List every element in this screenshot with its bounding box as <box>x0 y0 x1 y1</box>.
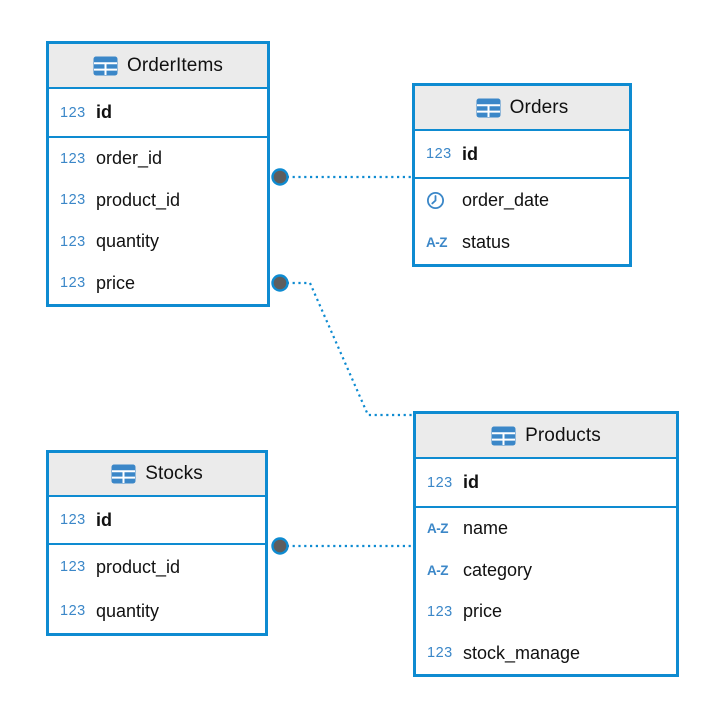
fields-section: order_date A-Z status <box>415 179 629 264</box>
table-icon <box>491 426 516 445</box>
number-type-icon: 123 <box>427 645 453 662</box>
table-title: Products <box>525 424 601 446</box>
field-name: product_id <box>96 189 181 210</box>
field-name: price <box>463 601 503 622</box>
field-row[interactable]: 123 product_id <box>49 545 265 589</box>
string-type-icon: A-Z <box>427 521 449 537</box>
table-title: OrderItems <box>126 54 224 76</box>
field-name: price <box>96 272 136 293</box>
field-row[interactable]: 123 id <box>49 497 265 543</box>
number-type-icon: 123 <box>426 146 452 162</box>
field-name: id <box>96 509 112 530</box>
field-name: id <box>462 143 478 164</box>
relationship-orderitems-products[interactable] <box>281 281 413 417</box>
table-stocks[interactable]: Stocks 123 id 123 product_id 123 quantit… <box>46 450 268 636</box>
date-type-icon <box>426 191 462 210</box>
field-row[interactable]: 123 price <box>416 591 676 633</box>
field-row[interactable]: order_date <box>415 179 629 222</box>
table-title: Stocks <box>145 463 203 484</box>
field-name: order_id <box>96 148 163 169</box>
fields-section: 123 order_id 123 product_id 123 quantity… <box>49 138 267 304</box>
number-type-icon: 123 <box>427 603 453 620</box>
field-name: status <box>462 232 511 253</box>
table-header[interactable]: Products <box>416 414 676 459</box>
string-type-icon: A-Z <box>426 235 448 251</box>
key-fields-section: 123 id <box>416 459 676 508</box>
field-name: stock_manage <box>463 642 581 663</box>
field-name: quantity <box>96 600 160 621</box>
field-name: quantity <box>96 231 160 252</box>
table-icon <box>93 56 118 75</box>
field-name: order_date <box>462 189 550 210</box>
key-fields-section: 123 id <box>49 497 265 545</box>
number-type-icon: 123 <box>60 275 86 292</box>
field-name: name <box>463 518 509 539</box>
table-products[interactable]: Products 123 id A-Z name A-Z category 12… <box>413 411 679 677</box>
table-header[interactable]: Orders <box>415 86 629 131</box>
table-orderitems[interactable]: OrderItems 123 id 123 order_id 123 produ… <box>46 41 270 307</box>
field-row[interactable]: A-Z name <box>416 508 676 550</box>
key-fields-section: 123 id <box>49 89 267 138</box>
table-title: Orders <box>509 96 569 118</box>
field-row[interactable]: A-Z status <box>415 222 629 265</box>
table-icon <box>111 464 136 484</box>
connection-point[interactable] <box>271 537 289 555</box>
field-row[interactable]: 123 price <box>49 263 267 305</box>
field-row[interactable]: 123 order_id <box>49 138 267 180</box>
number-type-icon: 123 <box>60 559 86 575</box>
connection-point[interactable] <box>271 168 289 186</box>
string-type-icon: A-Z <box>427 562 449 578</box>
field-row[interactable]: 123 id <box>415 131 629 177</box>
field-row[interactable]: 123 product_id <box>49 180 267 222</box>
fields-section: A-Z name A-Z category 123 price 123 stoc… <box>416 508 676 674</box>
field-row[interactable]: 123 quantity <box>49 221 267 263</box>
number-type-icon: 123 <box>60 233 86 250</box>
number-type-icon: 123 <box>60 192 86 209</box>
field-name: id <box>96 102 112 122</box>
number-type-icon: 123 <box>60 104 86 121</box>
key-fields-section: 123 id <box>415 131 629 179</box>
field-row[interactable]: 123 stock_manage <box>416 633 676 675</box>
connection-point[interactable] <box>271 274 289 292</box>
field-name: id <box>463 472 479 492</box>
number-type-icon: 123 <box>427 474 453 491</box>
table-header[interactable]: Stocks <box>49 453 265 497</box>
table-header[interactable]: OrderItems <box>49 44 267 89</box>
table-orders[interactable]: Orders 123 id order_date A-Z status <box>412 83 632 267</box>
field-row[interactable]: 123 id <box>416 459 676 506</box>
field-row[interactable]: 123 quantity <box>49 589 265 633</box>
fields-section: 123 product_id 123 quantity <box>49 545 265 633</box>
number-type-icon: 123 <box>60 150 86 167</box>
table-icon <box>476 98 501 117</box>
field-row[interactable]: 123 id <box>49 89 267 136</box>
number-type-icon: 123 <box>60 512 86 528</box>
number-type-icon: 123 <box>60 603 86 619</box>
field-name: category <box>463 559 533 580</box>
field-name: product_id <box>96 556 181 577</box>
field-row[interactable]: A-Z category <box>416 550 676 592</box>
